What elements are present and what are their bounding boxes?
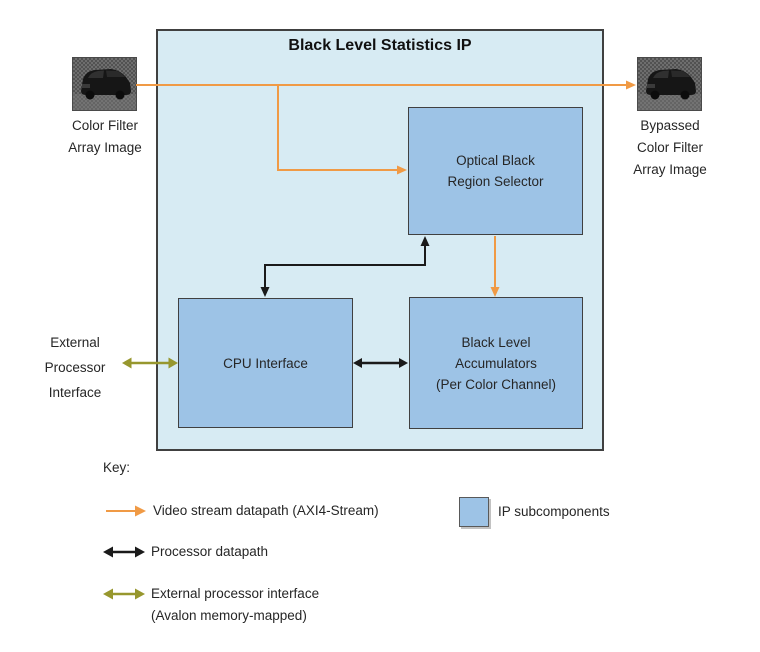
key-label-video-stream: Video stream datapath (AXI4-Stream) xyxy=(153,503,379,518)
key-heading: Key: xyxy=(103,460,131,475)
block-cpu-interface: CPU Interface xyxy=(178,298,353,428)
key-item-ip-subcomponents: IP subcomponents xyxy=(459,497,610,527)
cfa-input-image xyxy=(72,57,137,111)
orange-arrow-icon xyxy=(106,505,146,517)
cfa-bypassed-image xyxy=(637,57,702,111)
key-item-video-stream: Video stream datapath (AXI4-Stream) xyxy=(104,501,379,521)
key-label-processor-datapath: Processor datapath xyxy=(151,544,269,559)
external-processor-label: External Processor Interface xyxy=(44,335,106,400)
car-photo-icon xyxy=(638,58,701,110)
key-item-processor-datapath: Processor datapath xyxy=(102,542,268,562)
key-item-external-processor: External processor interface (Avalon mem… xyxy=(102,583,319,627)
olive-double-arrow-icon xyxy=(103,588,145,600)
black-double-arrow-icon xyxy=(103,546,145,558)
ip-subcomponent-swatch-icon xyxy=(459,497,489,527)
block-black-level-accumulators: Black Level Accumulators (Per Color Chan… xyxy=(409,297,583,429)
cfa-bypassed-caption: Bypassed Color Filter Array Image xyxy=(633,118,707,177)
cfa-input-caption: Color Filter Array Image xyxy=(68,118,142,155)
key-label-external-processor: External processor interface (Avalon mem… xyxy=(151,586,320,623)
car-photo-icon xyxy=(73,58,136,110)
key-label-ip-subcomponents: IP subcomponents xyxy=(498,504,610,519)
block-optical-black-region-selector: Optical Black Region Selector xyxy=(408,107,583,235)
diagram-title: Black Level Statistics IP xyxy=(288,37,472,54)
